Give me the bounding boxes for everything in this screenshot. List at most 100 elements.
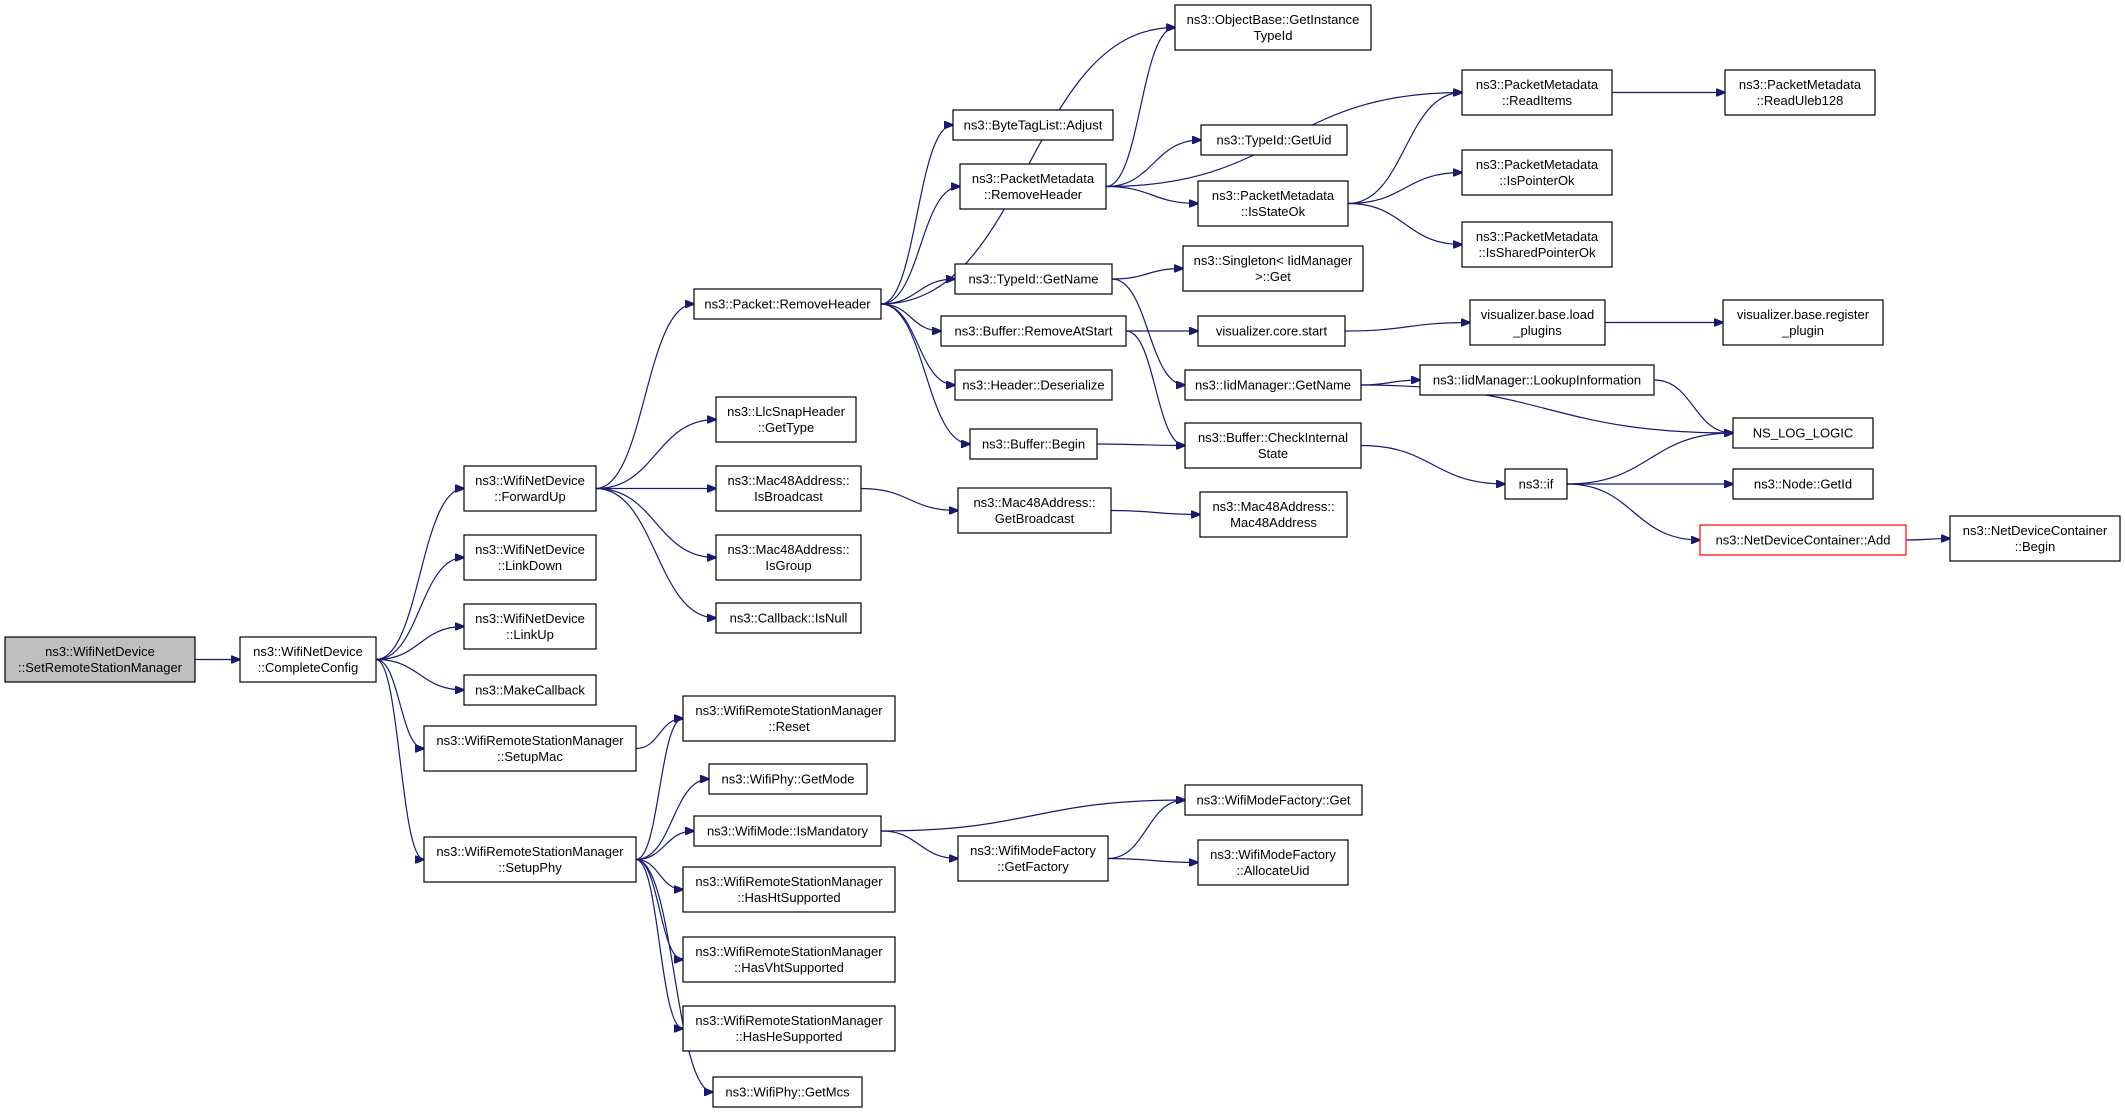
- node-label: ns3::NetDeviceContainer::Add: [1716, 533, 1891, 548]
- edge-removeheader-to-removeatstart: [880, 303, 941, 331]
- node-label: ::HasVhtSupported: [734, 960, 844, 975]
- node-label: ns3::Mac48Address::: [1212, 499, 1334, 514]
- node-issharedpointerok[interactable]: ns3::PacketMetadata::IsSharedPointerOk: [1461, 221, 1613, 268]
- edge-forwardup-to-llcgettype: [595, 420, 716, 490]
- node-getbroadcast[interactable]: ns3::Mac48Address::GetBroadcast: [957, 487, 1112, 534]
- edge-typeidgetname-to-iidgetname: [1111, 278, 1185, 385]
- node-isbroadcast[interactable]: ns3::Mac48Address::IsBroadcast: [715, 465, 862, 512]
- node-root[interactable]: ns3::WifiNetDevice::SetRemoteStationMana…: [4, 636, 196, 683]
- node-label: ns3::WifiModeFactory: [970, 843, 1096, 858]
- node-box: [423, 836, 637, 883]
- node-label: ns3::PacketMetadata: [1476, 157, 1599, 172]
- node-label: ns3::Packet::RemoveHeader: [704, 297, 871, 312]
- node-lookupinfo[interactable]: ns3::IidManager::LookupInformation: [1419, 364, 1655, 396]
- node-getmode[interactable]: ns3::WifiPhy::GetMode: [708, 763, 868, 795]
- node-label: NS_LOG_LOGIC: [1753, 426, 1853, 441]
- node-box: [957, 487, 1112, 534]
- node-ismandatory[interactable]: ns3::WifiMode::IsMandatory: [693, 815, 882, 847]
- node-box: [959, 163, 1107, 210]
- node-iidgetname[interactable]: ns3::IidManager::GetName: [1184, 369, 1362, 401]
- node-getfactory[interactable]: ns3::WifiModeFactory::GetFactory: [957, 835, 1109, 882]
- node-label: ns3::WifiRemoteStationManager: [695, 1013, 883, 1028]
- node-box: [1197, 180, 1349, 227]
- node-nslog[interactable]: NS_LOG_LOGIC: [1732, 417, 1874, 449]
- node-label: ns3::WifiModeFactory: [1210, 847, 1336, 862]
- node-getuid[interactable]: ns3::TypeId::GetUid: [1200, 124, 1348, 156]
- node-readitems[interactable]: ns3::PacketMetadata::ReadItems: [1461, 69, 1613, 116]
- node-box: [423, 725, 637, 772]
- node-box: [1722, 299, 1884, 346]
- node-loadplugins[interactable]: visualizer.base.load_plugins: [1469, 299, 1606, 346]
- node-makecallback[interactable]: ns3::MakeCallback: [463, 674, 597, 706]
- node-getmcs[interactable]: ns3::WifiPhy::GetMcs: [712, 1076, 863, 1108]
- node-hasht[interactable]: ns3::WifiRemoteStationManager::HasHtSupp…: [682, 866, 896, 913]
- node-box: [1504, 468, 1568, 500]
- node-removeatstart[interactable]: ns3::Buffer::RemoveAtStart: [940, 315, 1127, 347]
- node-label: ns3::IidManager::GetName: [1195, 378, 1351, 393]
- node-box: [969, 428, 1098, 460]
- node-linkup[interactable]: ns3::WifiNetDevice::LinkUp: [463, 603, 597, 650]
- edge-pmremoveheader-to-isstateok: [1105, 185, 1198, 204]
- node-label: ::Begin: [2015, 539, 2055, 554]
- node-mac48address[interactable]: ns3::Mac48Address::Mac48Address: [1199, 491, 1348, 538]
- node-label: ns3::Callback::IsNull: [730, 611, 848, 626]
- edge-ismandatory-to-wmfget: [880, 800, 1185, 832]
- node-reset[interactable]: ns3::WifiRemoteStationManager::Reset: [682, 695, 896, 742]
- node-label: ns3::WifiNetDevice: [475, 611, 585, 626]
- node-isstateok[interactable]: ns3::PacketMetadata::IsStateOk: [1197, 180, 1349, 227]
- node-label: TypeId: [1253, 28, 1292, 43]
- node-label: ns3::WifiNetDevice: [253, 644, 363, 659]
- node-hashe[interactable]: ns3::WifiRemoteStationManager::HasHeSupp…: [682, 1005, 896, 1052]
- node-label: ns3::ByteTagList::Adjust: [964, 118, 1103, 133]
- edge-isstateok-to-ispointerok: [1347, 173, 1462, 205]
- node-setupphy[interactable]: ns3::WifiRemoteStationManager::SetupPhy: [423, 836, 637, 883]
- node-label: ns3::Mac48Address::: [973, 495, 1095, 510]
- node-box: [954, 369, 1113, 401]
- node-setupmac[interactable]: ns3::WifiRemoteStationManager::SetupMac: [423, 725, 637, 772]
- node-pmremoveheader[interactable]: ns3::PacketMetadata::RemoveHeader: [959, 163, 1107, 210]
- edge-getfactory-to-wmfget: [1107, 800, 1185, 860]
- node-box: [1461, 149, 1613, 196]
- node-removeheader[interactable]: ns3::Packet::RemoveHeader: [693, 288, 882, 320]
- node-hasvht[interactable]: ns3::WifiRemoteStationManager::HasVhtSup…: [682, 936, 896, 983]
- node-nodegetid[interactable]: ns3::Node::GetId: [1732, 468, 1874, 500]
- node-box: [1184, 422, 1362, 469]
- node-label: ns3::Buffer::CheckInternal: [1198, 430, 1348, 445]
- node-box: [1699, 524, 1907, 556]
- node-isnull[interactable]: ns3::Callback::IsNull: [715, 602, 862, 634]
- node-llcgettype[interactable]: ns3::LlcSnapHeader::GetType: [715, 396, 857, 443]
- node-allocateuid[interactable]: ns3::WifiModeFactory::AllocateUid: [1197, 839, 1349, 886]
- node-bufferbegin[interactable]: ns3::Buffer::Begin: [969, 428, 1098, 460]
- node-completeconfig[interactable]: ns3::WifiNetDevice::CompleteConfig: [239, 636, 377, 683]
- node-ndcadd[interactable]: ns3::NetDeviceContainer::Add: [1699, 524, 1907, 556]
- node-vizcorestart[interactable]: visualizer.core.start: [1197, 315, 1346, 347]
- node-ndcbegin[interactable]: ns3::NetDeviceContainer::Begin: [1949, 515, 2121, 562]
- node-registerplugin[interactable]: visualizer.base.register_plugin: [1722, 299, 1884, 346]
- node-label: ::IsPointerOk: [1499, 173, 1575, 188]
- node-box: [1461, 221, 1613, 268]
- node-label: ns3::NetDeviceContainer: [1963, 523, 2108, 538]
- node-isgroup[interactable]: ns3::Mac48Address::IsGroup: [715, 534, 862, 581]
- node-adjust[interactable]: ns3::ByteTagList::Adjust: [952, 109, 1114, 141]
- node-deserialize[interactable]: ns3::Header::Deserialize: [954, 369, 1113, 401]
- node-label: ::AllocateUid: [1237, 863, 1310, 878]
- node-ispointerok[interactable]: ns3::PacketMetadata::IsPointerOk: [1461, 149, 1613, 196]
- node-ns3if[interactable]: ns3::if: [1504, 468, 1568, 500]
- node-forwardup[interactable]: ns3::WifiNetDevice::ForwardUp: [463, 465, 597, 512]
- edge-setupphy-to-getmcs: [635, 858, 713, 1093]
- node-box: [1724, 69, 1876, 116]
- node-readuleb128[interactable]: ns3::PacketMetadata::ReadUleb128: [1724, 69, 1876, 116]
- node-label: GetBroadcast: [995, 511, 1075, 526]
- edge-isbroadcast-to-getbroadcast: [860, 487, 958, 511]
- node-singletonget[interactable]: ns3::Singleton< IidManager>::Get: [1182, 245, 1364, 292]
- node-box: [463, 465, 597, 512]
- node-wmfget[interactable]: ns3::WifiModeFactory::Get: [1184, 784, 1363, 816]
- node-label: ns3::PacketMetadata: [972, 171, 1095, 186]
- node-label: ns3::Buffer::Begin: [982, 437, 1085, 452]
- node-typeidgetname[interactable]: ns3::TypeId::GetName: [954, 263, 1113, 295]
- node-box: [715, 602, 862, 634]
- node-linkdown[interactable]: ns3::WifiNetDevice::LinkDown: [463, 534, 597, 581]
